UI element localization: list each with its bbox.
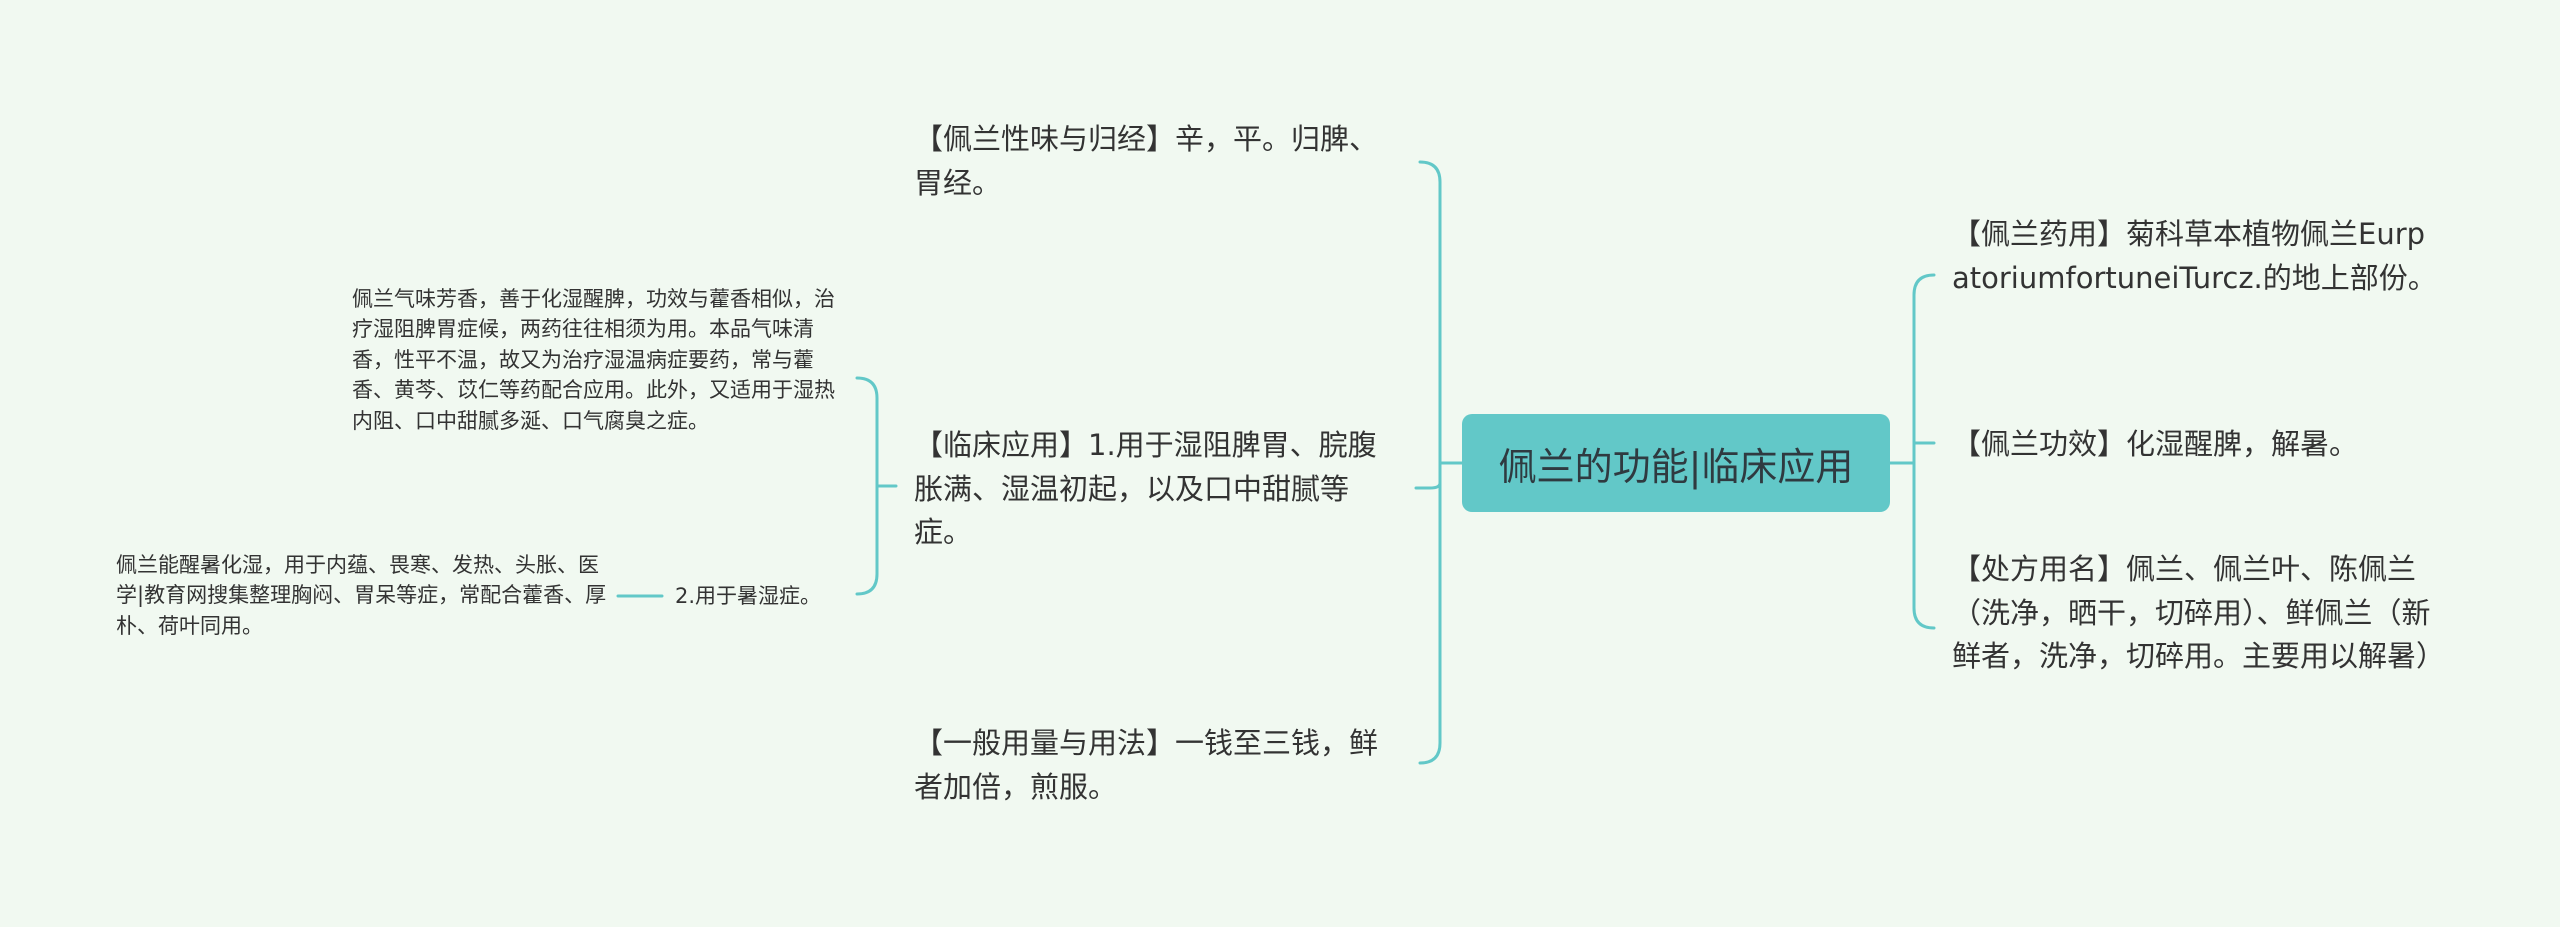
node-medicinal-source[interactable]: 【佩兰药用】菊科草本植物佩兰EurpatoriumfortuneiTurcz.的… (1952, 217, 2437, 295)
connector-right-bracket (1912, 273, 1936, 630)
connector-sub-bracket (855, 376, 879, 596)
node-summer-damp[interactable]: 2.用于暑湿症。 (675, 584, 822, 608)
node-prescription-names[interactable]: 【处方用名】佩兰、佩兰叶、陈佩兰（洗净，晒干，切碎用）、鲜佩兰（新鲜者，洗净，切… (1952, 552, 2446, 673)
node-dosage-usage[interactable]: 【一般用量与用法】一钱至三钱，鲜者加倍，煎服。 (914, 726, 1379, 804)
node-efficacy[interactable]: 【佩兰功效】化湿醒脾，解暑。 (1952, 427, 2359, 461)
connector-left-bracket (1418, 160, 1442, 765)
node-taste-meridian[interactable]: 【佩兰性味与归经】辛，平。归脾、胃经。 (914, 122, 1379, 200)
node-clinical-application[interactable]: 【临床应用】1.用于湿阻脾胃、脘腹胀满、湿温初起，以及口中甜腻等症。 (914, 428, 1377, 549)
node-summer-detail[interactable]: 佩兰能醒暑化湿，用于内蕴、畏寒、发热、头胀、医学|教育网搜集整理胸闷、胃呆等症，… (116, 553, 607, 638)
central-topic[interactable]: 佩兰的功能|临床应用 (1462, 414, 1890, 512)
connector-left-clinical (1414, 481, 1442, 490)
node-clinical-detail[interactable]: 佩兰气味芳香，善于化湿醒脾，功效与藿香相似，治疗湿阻脾胃症候，两药往往相须为用。… (352, 287, 835, 433)
